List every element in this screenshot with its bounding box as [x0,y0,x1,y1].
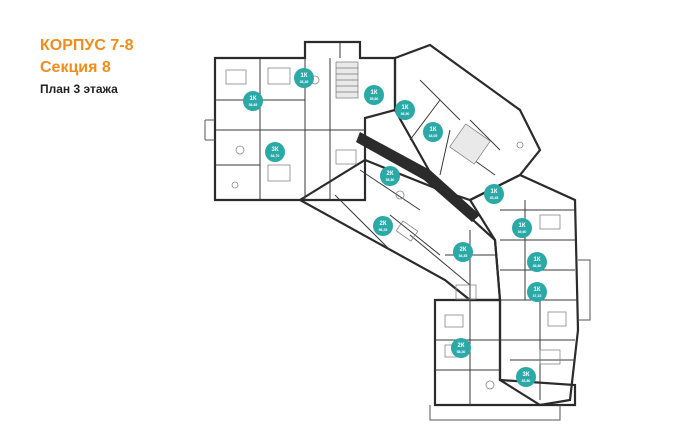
apartment-badge[interactable]: 1К 39,60 [512,218,532,238]
svg-text:36,90: 36,90 [401,112,410,116]
svg-text:55,80: 55,80 [386,178,395,182]
svg-text:1К: 1К [491,189,498,195]
apartment-badge[interactable]: 2К 58,30 [451,338,471,358]
interior-walls [215,42,578,405]
apartment-badge[interactable]: 2К 56,25 [373,216,393,236]
svg-text:1К: 1К [402,105,409,111]
apartment-badge[interactable]: 1К 34,05 [423,122,443,142]
svg-text:54,35: 54,35 [459,254,468,258]
svg-text:2К: 2К [387,171,394,177]
floor-plan-title: План 3 этажа [40,82,118,96]
building-title: КОРПУС 7-8 [40,37,134,54]
svg-text:1К: 1К [430,127,437,133]
svg-text:1К: 1К [534,257,541,263]
svg-text:2К: 2К [380,221,387,227]
svg-text:83,80: 83,80 [522,379,531,383]
svg-text:2К: 2К [458,343,465,349]
svg-text:36,65: 36,65 [249,103,258,107]
svg-text:37,15: 37,15 [533,294,542,298]
apartment-badge[interactable]: 1К 35,45 [294,68,314,88]
apartment-badge[interactable]: 1К 36,65 [243,91,263,111]
exterior-walls [213,40,580,407]
apartment-badge[interactable]: 2К 55,80 [380,166,400,186]
svg-text:3К: 3К [272,147,279,153]
svg-text:1К: 1К [371,90,378,96]
svg-text:84,70: 84,70 [271,154,280,158]
balconies [204,119,591,421]
svg-text:2К: 2К [460,247,467,253]
stair-core [335,61,491,165]
header: КОРПУС 7-8 Секция 8 План 3 этажа [40,36,133,97]
svg-text:1К: 1К [519,223,526,229]
svg-text:58,30: 58,30 [457,350,466,354]
apartment-badge[interactable]: 1К 36,90 [395,100,415,120]
apartment-badge[interactable]: 1К 36,80 [527,252,547,272]
apartment-badge[interactable]: 3К 84,70 [265,142,285,162]
section-title: Секция 8 [40,59,111,76]
apartment-badge[interactable]: 1К 37,15 [527,282,547,302]
svg-text:56,25: 56,25 [379,228,388,232]
corridor [356,132,480,222]
svg-text:3К: 3К [523,372,530,378]
svg-text:1К: 1К [534,287,541,293]
svg-text:1К: 1К [301,73,308,79]
svg-text:35,60: 35,60 [370,97,379,101]
apartment-badge[interactable]: 2К 54,35 [453,242,473,262]
svg-text:1К: 1К [250,96,257,102]
apartment-badge[interactable]: 1К 35,60 [364,85,384,105]
apartment-badge[interactable]: 3К 83,80 [516,367,536,387]
svg-text:35,45: 35,45 [300,80,309,84]
svg-text:36,80: 36,80 [533,264,542,268]
svg-text:35,45: 35,45 [490,196,499,200]
svg-text:34,05: 34,05 [429,134,438,138]
svg-text:39,60: 39,60 [518,230,527,234]
apartment-badge[interactable]: 1К 35,45 [484,184,504,204]
